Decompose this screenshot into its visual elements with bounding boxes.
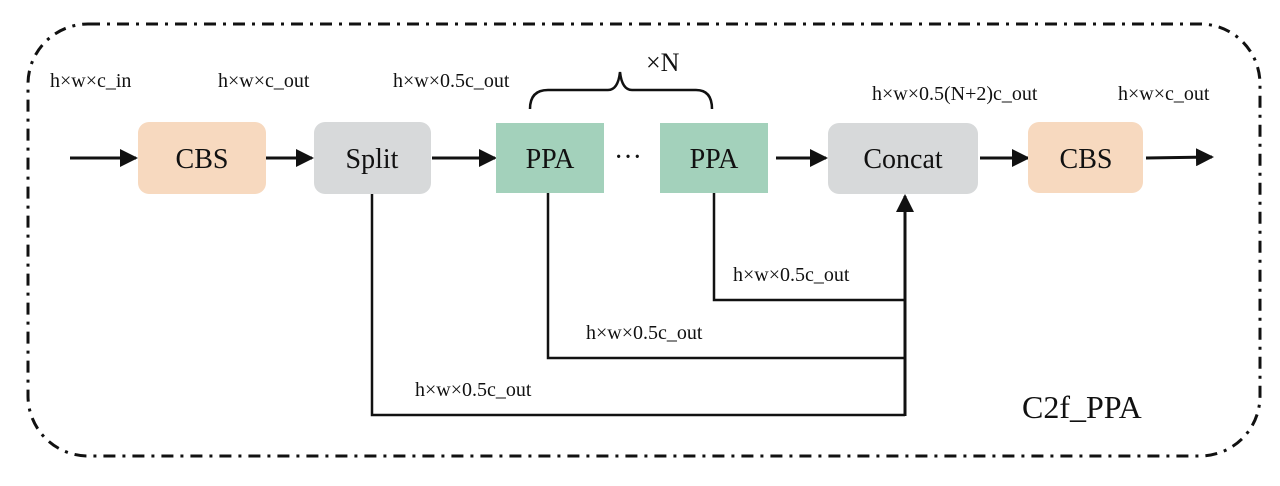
label-branch-ppa-first: h×w×0.5c_out [586,322,703,344]
arrow-output [1145,148,1214,167]
branch-ppa-first [546,193,905,360]
block-ppa-first: PPA [496,123,604,193]
block-cbs-out: CBS [1028,122,1143,193]
label-input: h×w×c_in [50,70,131,92]
block-split-label: Split [346,144,399,175]
block-ppa-first-label: PPA [526,144,576,175]
block-ppa-last: PPA [660,123,768,193]
label-after-concat: h×w×0.5(N+2)c_out [872,83,1038,105]
block-cbs-in-label: CBS [176,144,229,175]
repeat-label: ×N [646,48,680,77]
block-cbs-out-label: CBS [1060,144,1113,175]
block-concat-label: Concat [863,144,943,175]
label-after-split: h×w×0.5c_out [393,70,510,92]
module-boundary [26,22,1262,458]
ellipsis: ··· [614,142,642,173]
branch-split [370,194,905,417]
block-concat: Concat [828,123,978,194]
repeat-brace [528,71,714,110]
module-title: C2f_PPA [1022,389,1142,425]
label-branch-ppa-last: h×w×0.5c_out [733,264,850,286]
label-after-cbs: h×w×c_out [218,70,310,92]
label-output: h×w×c_out [1118,83,1210,105]
block-cbs-in: CBS [138,122,266,194]
branch-ppa-last [712,193,905,302]
label-branch-split: h×w×0.5c_out [415,379,532,401]
block-ppa-last-label: PPA [690,144,740,175]
block-split: Split [314,122,431,194]
